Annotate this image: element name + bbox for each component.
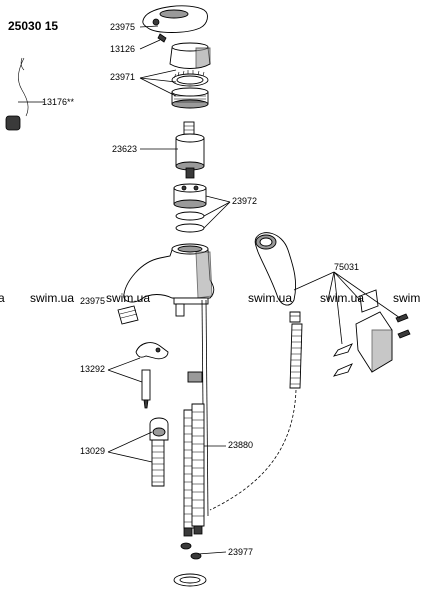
hand-shower-part bbox=[254, 232, 301, 323]
label-13176: 13176** bbox=[42, 97, 75, 107]
shower-hose-part bbox=[209, 323, 303, 511]
label-23880: 23880 bbox=[228, 440, 253, 450]
watermark-4: swim.ua bbox=[320, 291, 364, 305]
cartridge-part bbox=[175, 121, 205, 179]
o-ring-upper bbox=[175, 211, 205, 221]
threaded-nut-part bbox=[171, 87, 209, 109]
label-23971: 23971 bbox=[110, 72, 135, 82]
base-ring-part bbox=[173, 573, 207, 587]
faucet-body-part bbox=[123, 243, 215, 317]
label-13292: 13292 bbox=[80, 364, 105, 374]
seal-housing-part bbox=[173, 183, 207, 209]
lever-cap-part bbox=[142, 5, 208, 33]
aerator-part bbox=[117, 305, 139, 325]
watermark-band: a swim.ua swim.ua swim.ua swim.ua swim bbox=[0, 291, 420, 305]
chain-stopper-part bbox=[5, 57, 44, 131]
screw-part bbox=[157, 33, 167, 43]
watermark-2: swim.ua bbox=[106, 291, 150, 305]
watermark-3: swim.ua bbox=[248, 291, 292, 305]
watermark-1: swim.ua bbox=[30, 291, 74, 305]
o-ring-lower bbox=[175, 223, 205, 233]
label-23623: 23623 bbox=[112, 144, 137, 154]
drain-hose-part bbox=[149, 417, 169, 487]
label-23972: 23972 bbox=[232, 196, 257, 206]
watermark-fragment-right: swim bbox=[393, 291, 420, 305]
popup-lever-part bbox=[135, 342, 169, 409]
dowel-screws-part bbox=[332, 313, 411, 377]
label-13126: 13126 bbox=[110, 44, 135, 54]
toothed-ring-part bbox=[171, 70, 209, 87]
diagram-title: 25030 15 bbox=[8, 19, 58, 33]
label-13029: 13029 bbox=[80, 446, 105, 456]
washer-part bbox=[180, 542, 202, 560]
dome-cover-part bbox=[169, 42, 211, 69]
watermark-fragment-left: a bbox=[0, 291, 5, 305]
label-75031: 75031 bbox=[334, 262, 359, 272]
label-23977: 23977 bbox=[228, 547, 253, 557]
supply-hoses-part bbox=[183, 371, 205, 537]
label-23975-top: 23975 bbox=[110, 22, 135, 32]
wall-bracket-part bbox=[355, 289, 393, 373]
label-23975-aerator: 23975 bbox=[80, 296, 105, 306]
